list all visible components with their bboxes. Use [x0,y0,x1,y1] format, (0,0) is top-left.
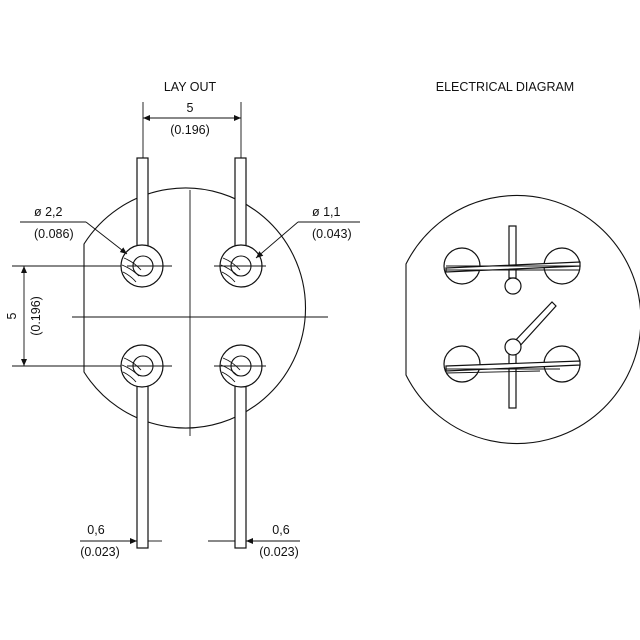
layout-title: LAY OUT [164,80,217,94]
dim-hole-large-inch: (0.086) [34,227,74,241]
layout-board-outline [83,187,307,429]
dim-hole-small: ø 1,1 (0.043) [255,205,360,259]
dim-pin-left: 0,6 (0.023) [80,523,162,559]
diagram-title: ELECTRICAL DIAGRAM [436,80,574,94]
electrical-diagram-view: ELECTRICAL DIAGRAM [405,80,640,445]
diagram-switch-node [504,338,522,356]
dim-hole-large: ø 2,2 (0.086) [20,205,128,255]
diagram-top-row [443,247,581,295]
dim-hole-large-mm: ø 2,2 [34,205,63,219]
diagram-pad-bottom-left [443,345,481,383]
layout-pad-bottom-right [214,344,266,388]
diagram-bottom-row [443,345,581,383]
dim-pitch-top-inch: (0.196) [170,123,210,137]
diagram-node-top [504,277,522,295]
dim-pitch-left: 5 (0.196) [5,266,43,366]
diagram-conductor-bottom [508,351,517,409]
layout-pad-top-left [120,244,172,288]
dim-hole-small-inch: (0.043) [312,227,352,241]
layout-pin-bottom-left [136,377,149,549]
dim-pitch-left-inch: (0.196) [29,296,43,336]
layout-view: LAY OUT [5,80,360,559]
dim-pin-right-mm: 0,6 [272,523,289,537]
dim-pitch-top: 5 (0.196) [143,101,241,137]
layout-pin-bottom-right [234,377,247,549]
diagram-board-outline [405,194,640,445]
dim-pin-left-mm: 0,6 [87,523,104,537]
diagram-switch [504,301,557,356]
dim-pin-right-inch: (0.023) [259,545,299,559]
dim-pitch-top-mm: 5 [187,101,194,115]
layout-pad-top-right [214,244,266,288]
dim-pin-right: 0,6 (0.023) [208,523,300,559]
layout-pin-top-left [136,157,149,254]
dim-pin-left-inch: (0.023) [80,545,120,559]
layout-pin-top-right [234,157,247,254]
layout-pad-bottom-left [120,344,172,388]
dim-pitch-left-mm: 5 [5,312,19,319]
dim-hole-small-mm: ø 1,1 [312,205,341,219]
